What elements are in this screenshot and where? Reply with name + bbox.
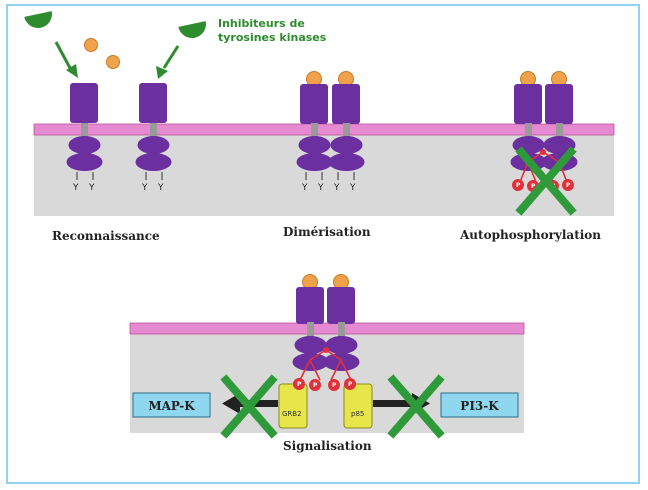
receptor-dimer-signalisation: [292, 274, 360, 381]
inhibitor-label-line2: tyrosines kinases: [218, 31, 327, 44]
ligand-2: [106, 55, 120, 69]
inhibitor-molecule-1: [24, 11, 53, 28]
tyrosine-label: Y: [157, 183, 164, 193]
inhibitor-arrow-1: [54, 41, 78, 78]
phosphate-label: P: [566, 182, 571, 189]
phosphate-label: P: [313, 382, 318, 389]
receptor-reconnaissance-2: Y Y: [135, 83, 172, 193]
caption-dimerisation: Dimérisation: [283, 225, 371, 239]
inhibition-cross-pi3-k: [387, 374, 445, 439]
tyrosine-label: Y: [317, 183, 324, 193]
receptor-dimer-autophosphorylation: P P P P: [510, 71, 578, 192]
pathway-pi3-k: PI3-K: [440, 392, 519, 418]
inhibition-cross-autophosphorylation: [515, 146, 577, 216]
phosphate-label: P: [516, 182, 521, 189]
inhibition-cross-map-k: [220, 374, 278, 439]
tyrosine-label: Y: [141, 183, 148, 193]
adaptor-grb2-label: GRB2: [282, 410, 302, 418]
pathway-map-k-label: MAP-K: [148, 399, 195, 413]
inhibitor-molecule-2: [178, 21, 206, 38]
phosphate-label: P: [348, 381, 353, 388]
adaptor-p85-label: p85: [351, 410, 364, 418]
receptor-dimer-dimerisation: Y Y Y Y: [296, 71, 365, 193]
arrow-to-map-k: [222, 393, 278, 414]
tyrosine-label: Y: [301, 183, 308, 193]
tyrosine-label: Y: [349, 183, 356, 193]
tyrosine-label: Y: [88, 183, 95, 193]
adaptor-grb2: GRB2: [278, 383, 308, 429]
tyrosine-label: Y: [72, 183, 79, 193]
inhibitor-label-line1: Inhibiteurs de: [218, 17, 305, 30]
membrane-bottom: [129, 322, 525, 335]
receptor-reconnaissance-1: Y Y: [66, 83, 103, 193]
ligand-1: [84, 38, 98, 52]
caption-signalisation: Signalisation: [283, 439, 372, 453]
pathway-pi3-k-label: PI3-K: [460, 399, 499, 413]
phosphate-label: P: [332, 382, 337, 389]
adaptor-p85: p85: [343, 383, 373, 429]
caption-reconnaissance: Reconnaissance: [52, 229, 160, 243]
phosphate-label: P: [531, 183, 536, 190]
phosphate-label: P: [297, 381, 302, 388]
pathway-map-k: MAP-K: [132, 392, 211, 418]
caption-autophosphorylation: Autophosphorylation: [459, 228, 601, 242]
phosphates-signalisation: P P P P: [293, 378, 356, 391]
inhibitor-arrow-2: [156, 45, 180, 79]
tyrosine-label: Y: [333, 183, 340, 193]
